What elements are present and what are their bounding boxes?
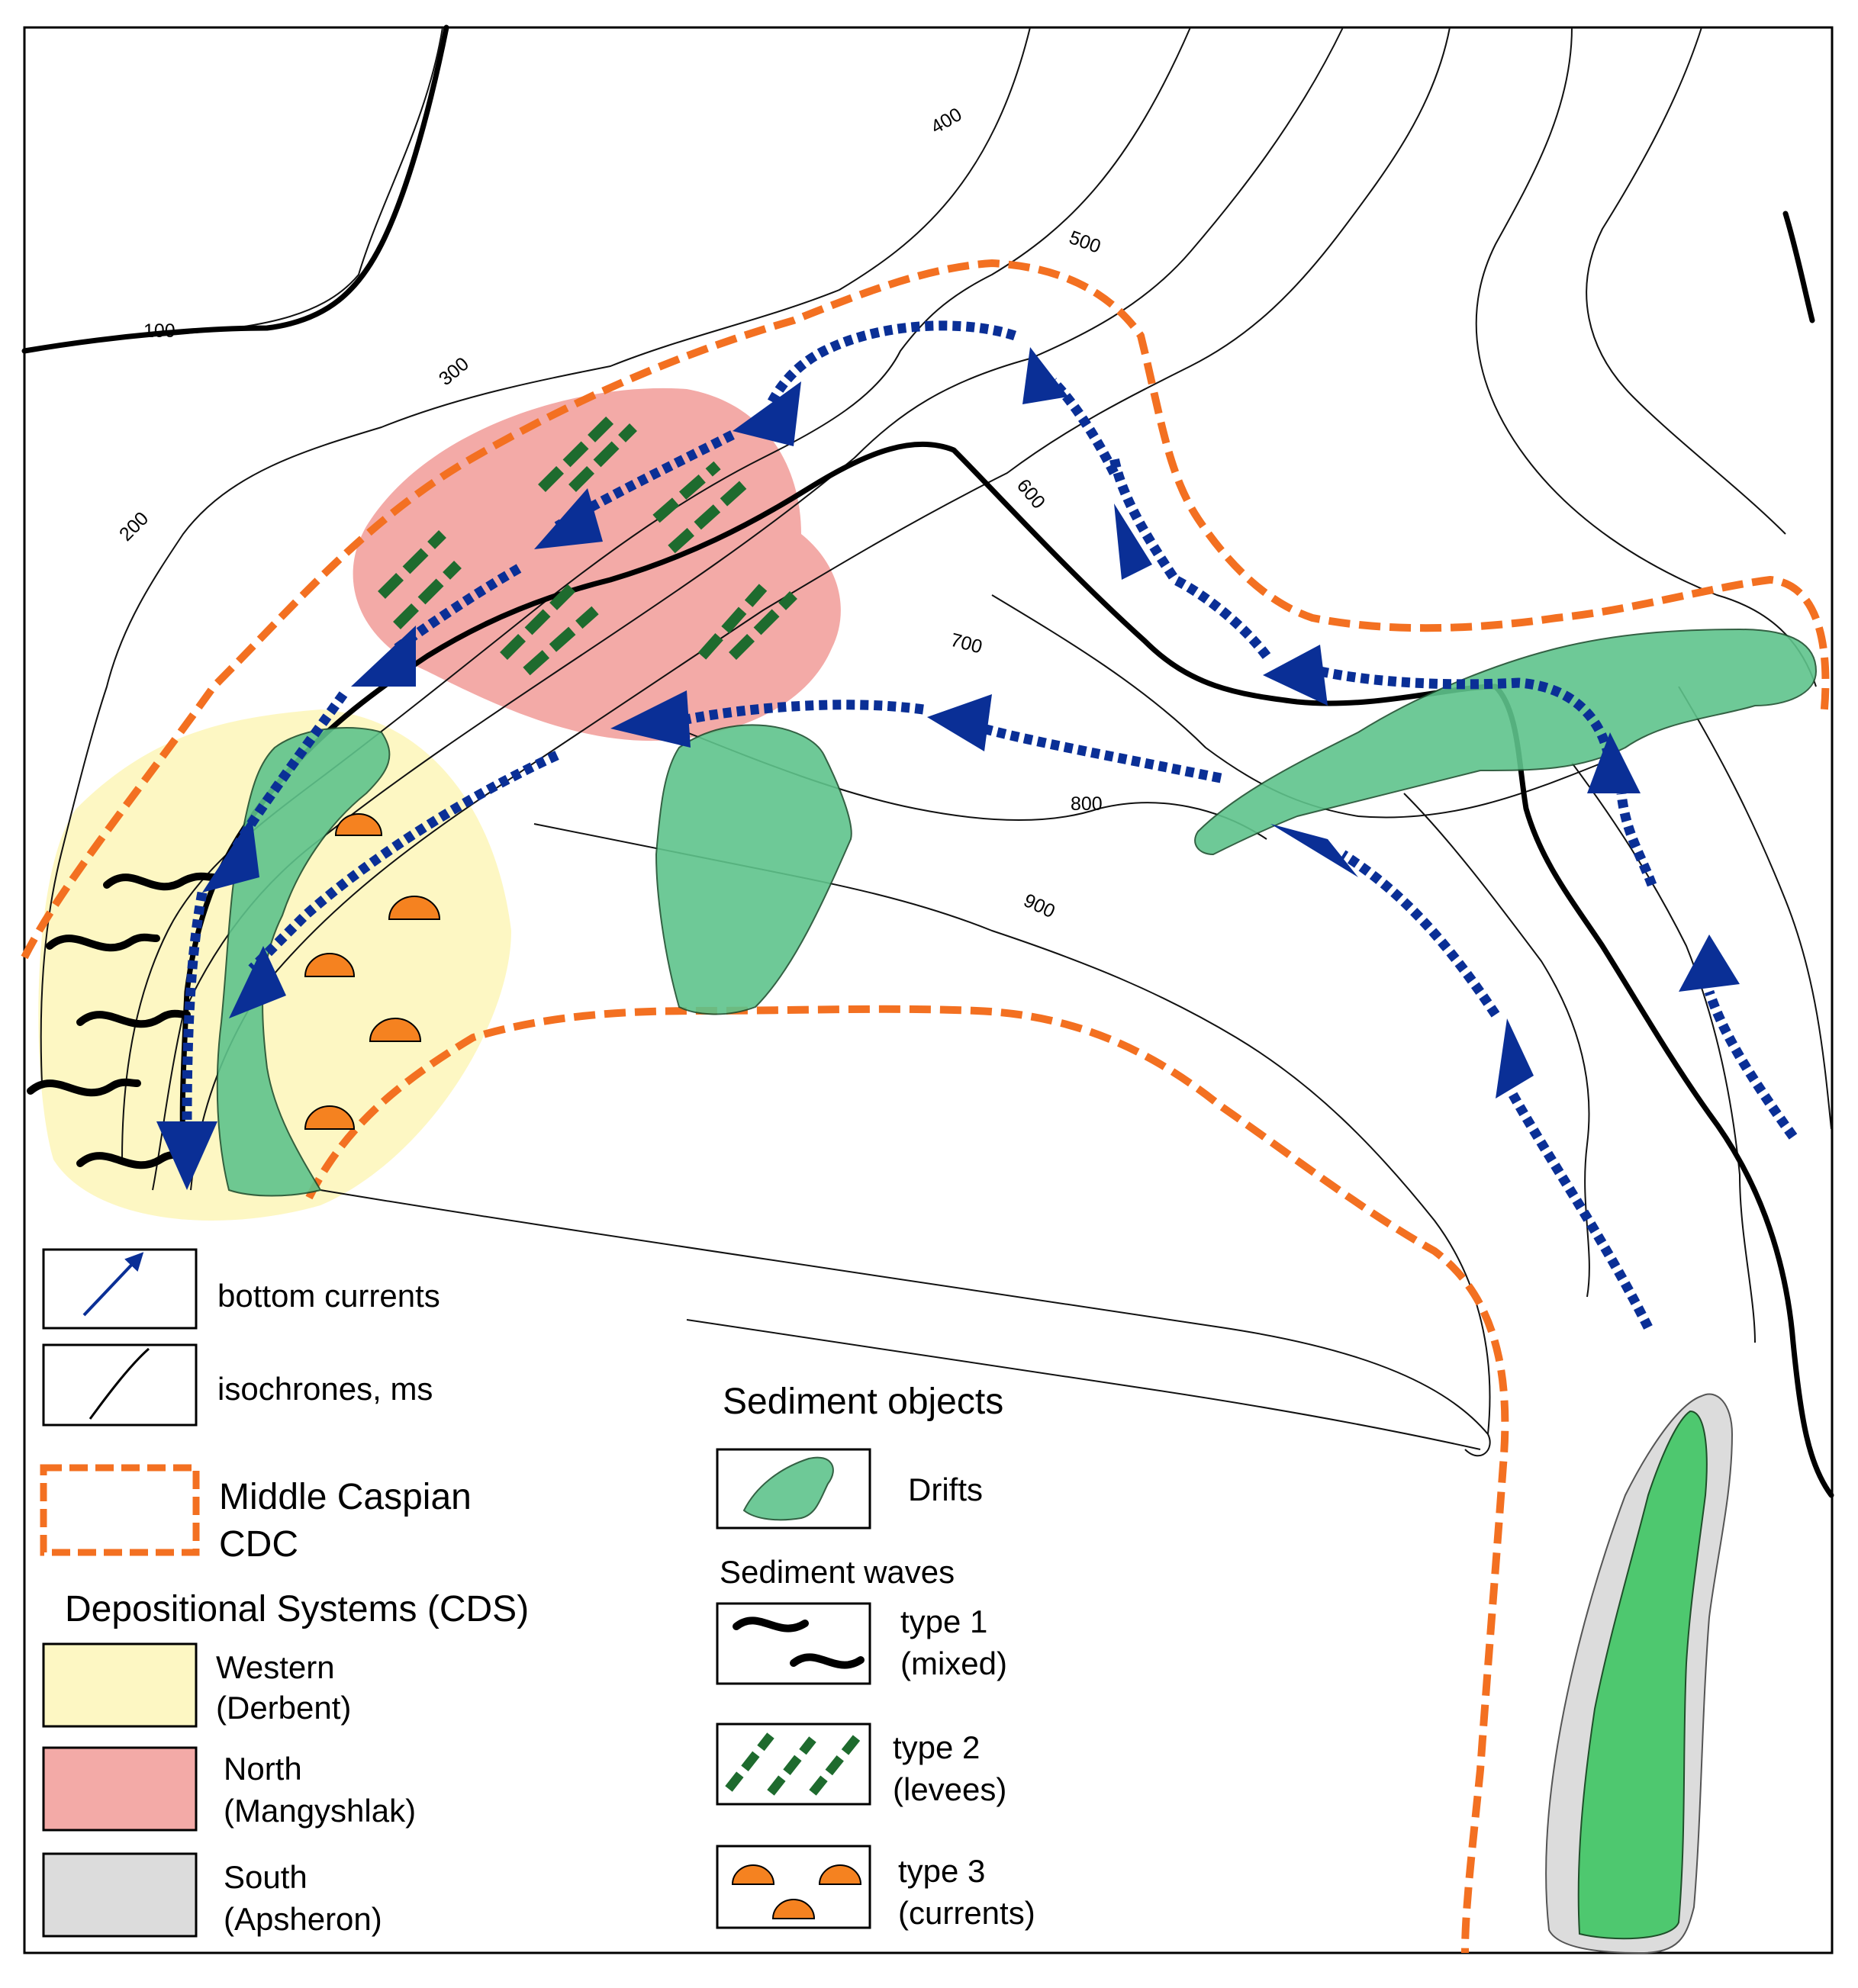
legend-box-bottom-currents — [42, 1248, 198, 1330]
legend-sediment-waves-title: Sediment waves — [720, 1554, 955, 1590]
legend-cds-title: Depositional Systems (CDS) — [65, 1589, 529, 1629]
drift-south — [1577, 1410, 1708, 1940]
legend-bottom-currents-label: bottom currents — [217, 1278, 440, 1314]
south-cds-area — [1545, 1393, 1734, 1954]
drifts — [216, 628, 1818, 1197]
isochrones — [40, 27, 1832, 1457]
legend-south-line2: (Apsheron) — [224, 1901, 382, 1937]
legend-north-line2: (Mangyshlak) — [224, 1793, 416, 1829]
legend-south-line1: South — [224, 1859, 308, 1895]
drift-central — [655, 724, 852, 1015]
type2-levee-waves — [378, 416, 797, 676]
type3-current-mounds — [304, 813, 441, 1130]
legend-type3-line2: (currents) — [898, 1895, 1035, 1931]
legend-type2-line1: type 2 — [893, 1729, 980, 1765]
drift-west — [216, 727, 391, 1197]
legend-type2-line2: (levees) — [893, 1771, 1006, 1807]
legend-box-type1 — [716, 1602, 871, 1685]
legend-drifts-label: Drifts — [908, 1472, 983, 1507]
legend-western-line2: (Derbent) — [216, 1690, 351, 1726]
legend-swatch-south — [42, 1852, 198, 1938]
legend: bottom currents isochrones, ms Middle Ca… — [40, 1248, 1035, 1938]
middle-caspian-cdc-boundary — [21, 259, 1830, 1954]
legend-type1-line2: (mixed) — [900, 1645, 1007, 1681]
iso-label-100: 100 — [143, 320, 175, 342]
north-cds-area — [353, 388, 841, 741]
legend-sediment-objects-title: Sediment objects — [723, 1382, 1003, 1422]
legend-box-isochrones — [42, 1343, 198, 1427]
legend-cdc-line1: Middle Caspian — [219, 1477, 472, 1517]
bottom-currents — [156, 320, 1798, 1330]
legend-north-line1: North — [224, 1751, 302, 1787]
legend-western-line1: Western — [216, 1649, 335, 1685]
legend-box-cdc — [40, 1464, 200, 1556]
legend-type3-line1: type 3 — [898, 1853, 985, 1889]
legend-isochrones-label: isochrones, ms — [217, 1371, 433, 1407]
legend-swatch-western — [42, 1642, 198, 1728]
drift-east — [1194, 628, 1818, 856]
legend-swatch-north — [42, 1746, 198, 1832]
legend-type1-line1: type 1 — [900, 1604, 987, 1639]
iso-label-800: 800 — [1071, 793, 1103, 815]
legend-cdc-line2: CDC — [219, 1524, 298, 1565]
